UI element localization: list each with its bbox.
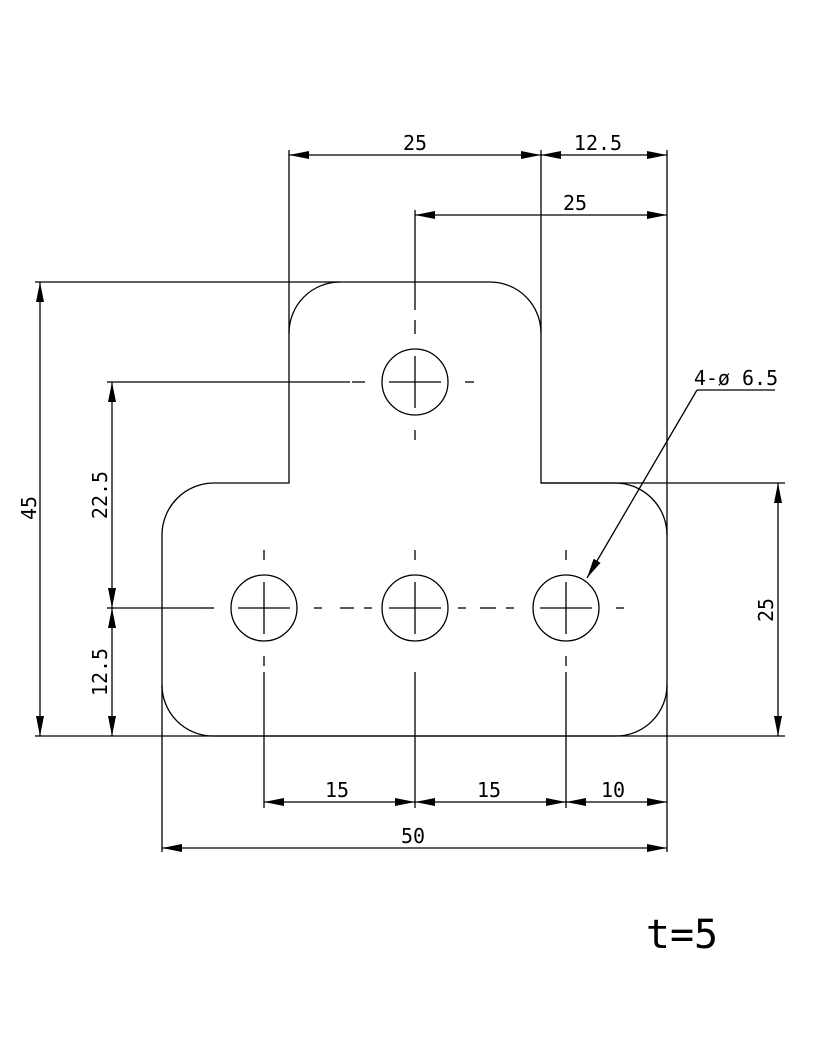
holes <box>230 348 600 642</box>
hole-top <box>381 348 449 416</box>
hole-crosshairs <box>238 356 592 634</box>
dim-hole-to-right-edge: 10 <box>601 778 625 802</box>
dim-hole-spacing-2: 15 <box>477 778 501 802</box>
dimension-labels: 25 12.5 25 45 22.5 12.5 25 15 15 10 50 4… <box>17 131 778 958</box>
dim-hole-height: 12.5 <box>88 648 112 696</box>
dim-hole-to-edge: 25 <box>563 191 587 215</box>
hole-middle <box>381 574 449 642</box>
thickness-note: t=5 <box>646 912 718 958</box>
center-lines <box>200 320 624 666</box>
dim-total-width: 50 <box>401 824 425 848</box>
dim-hole-vertical-spacing: 22.5 <box>88 471 112 519</box>
dim-top-width: 25 <box>403 131 427 155</box>
dim-hole-spacing-1: 15 <box>325 778 349 802</box>
dim-total-height: 45 <box>17 496 41 520</box>
dim-top-right-offset: 12.5 <box>574 131 622 155</box>
hole-left <box>230 574 298 642</box>
dim-lower-body-height: 25 <box>754 598 778 622</box>
dimension-lines <box>36 151 782 852</box>
extension-lines <box>35 150 785 852</box>
hole-right <box>532 574 600 642</box>
hole-callout: 4-ø 6.5 <box>694 366 778 390</box>
part-outline <box>161 281 668 737</box>
